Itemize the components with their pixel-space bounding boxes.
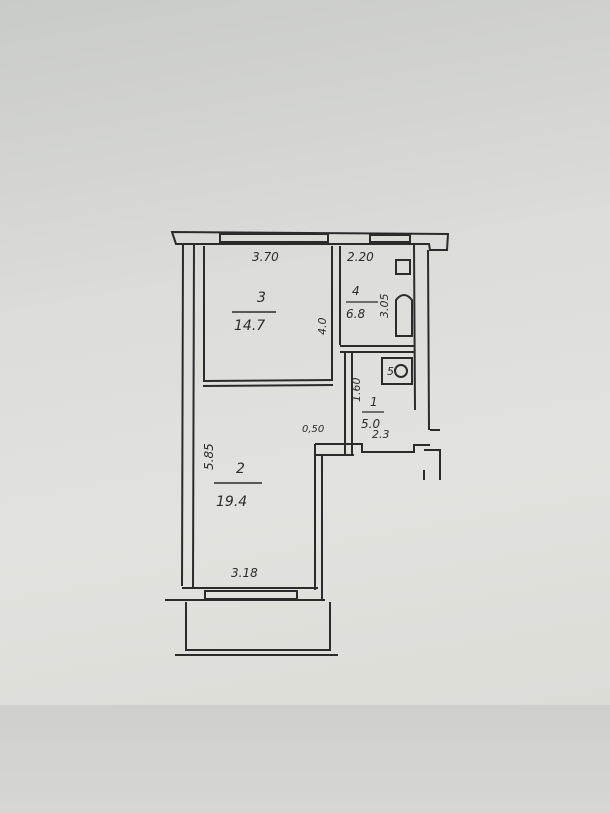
dim-room4-width: 2.20: [347, 250, 374, 264]
partition-room4-hall: [340, 345, 415, 353]
dim-room3-width: 3.70: [252, 250, 279, 264]
torn-paper-edge: [0, 705, 610, 813]
dim-room3-depth: 4.0: [316, 318, 329, 336]
partition-room3-room2: [202, 379, 334, 387]
dim-room2-width: 3.18: [231, 566, 258, 580]
bathroom-5: [381, 357, 413, 385]
dim-hall-width: 2.3: [372, 428, 390, 441]
sink: [395, 259, 411, 275]
room2-area: 19.4: [216, 494, 247, 510]
room2-number: 2: [236, 461, 245, 477]
room4-area: 6.8: [346, 307, 365, 321]
hall-wall: [344, 352, 353, 455]
room3-area: 14.7: [234, 318, 265, 334]
room1-number: 1: [370, 395, 378, 409]
dim-room4-depth: 3.05: [378, 294, 391, 319]
partition-room3-room4: [203, 246, 341, 382]
room1-area: 5.0: [361, 417, 380, 431]
entrance-stub: [423, 429, 441, 480]
dim-room2-depth: 5.85: [202, 443, 216, 470]
right-wall: [413, 243, 430, 431]
window-room3: [219, 233, 329, 243]
room2-right-wall: [314, 444, 323, 600]
window-room2: [204, 590, 298, 600]
bathtub: [395, 294, 413, 337]
top-wall: [170, 230, 450, 251]
room5-number: 5: [387, 365, 394, 378]
toilet: [394, 364, 408, 378]
room4-number: 4: [352, 284, 360, 298]
hall-bottom-wall: [315, 443, 430, 453]
room3-number: 3: [257, 290, 266, 306]
dim-niche: 0,50: [302, 424, 324, 435]
balcony: [185, 602, 331, 651]
left-wall: [181, 243, 195, 588]
window-room4: [369, 234, 411, 243]
dim-hall-length: 1.60: [350, 378, 363, 403]
